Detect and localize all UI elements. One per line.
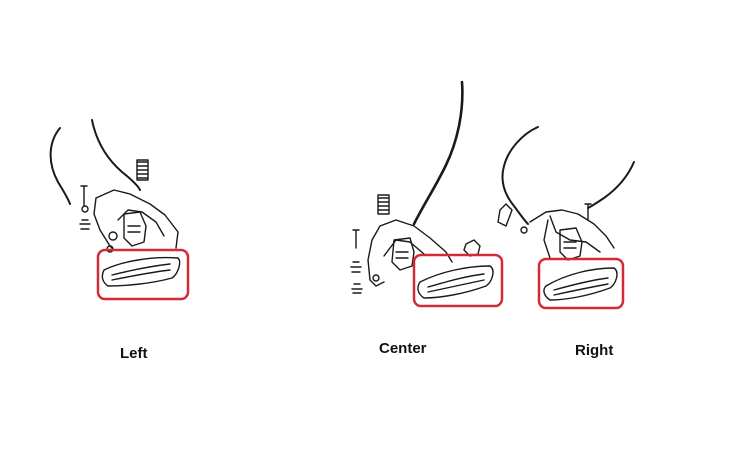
right-cable-2 [587,161,635,209]
left-cable-1 [49,127,71,205]
center-pedal-arm [391,237,415,271]
right-cable-1 [501,126,539,225]
center-pedal-assembly [350,80,494,299]
center-spring [377,194,390,215]
center-highlight-box [412,253,504,308]
left-pedal-arm [123,211,147,247]
left-pedal-assembly [49,119,181,287]
center-label: Center [379,340,427,357]
left-bracket [93,189,179,251]
right-pedal-assembly [497,126,635,301]
right-bolt [584,203,592,221]
left-bolts [79,185,91,230]
right-highlight-box [537,257,625,310]
left-label: Left [120,345,148,362]
right-bracket [529,209,615,259]
right-pedal-pad [543,267,618,301]
center-bolts [350,229,363,294]
center-pedal-pad [417,265,494,299]
center-cable [412,80,464,226]
center-nut [463,239,481,257]
right-pedal-arm [559,227,583,261]
center-bracket [367,219,453,287]
right-wing-nut [497,203,513,227]
left-cable-2 [91,119,141,191]
left-spring [136,159,149,181]
right-label: Right [575,342,614,359]
left-highlight-box [96,248,190,301]
left-pedal-pad [101,256,181,287]
